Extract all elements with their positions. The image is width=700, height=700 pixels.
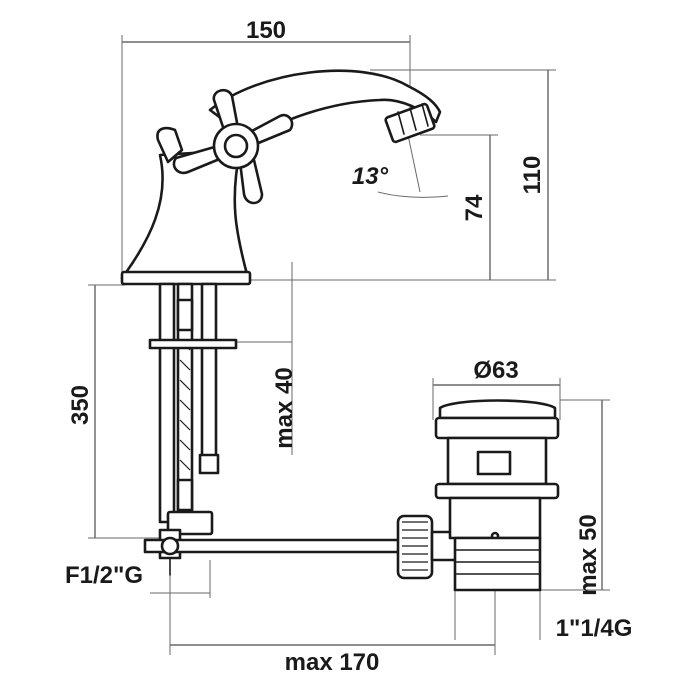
dim-drain-depth: max 50 bbox=[575, 514, 602, 595]
dim-total-height: 110 bbox=[519, 156, 546, 195]
dim-max-mounting: max 40 bbox=[271, 367, 298, 448]
pop-up-drain bbox=[434, 399, 560, 592]
dim-spout-angle: 13° bbox=[352, 163, 389, 190]
dim-hose-length: 350 bbox=[67, 385, 94, 425]
cross-handle bbox=[172, 88, 294, 205]
dim-drain-thread: 1"1/4G bbox=[556, 615, 633, 642]
dimension-lines bbox=[88, 35, 610, 655]
dim-max-distance: max 170 bbox=[285, 649, 380, 676]
dim-spout-height: 74 bbox=[461, 194, 488, 221]
faucet-body bbox=[120, 69, 442, 286]
dim-connection-thread: F1/2"G bbox=[65, 562, 143, 589]
drain-rod bbox=[143, 514, 460, 580]
dim-spout-reach: 150 bbox=[246, 17, 286, 44]
dim-drain-diameter: Ø63 bbox=[473, 357, 518, 384]
dimension-labels: 150 110 74 13° 350 max 40 Ø63 max 50 1"1… bbox=[65, 17, 632, 676]
supply-hoses bbox=[148, 282, 238, 576]
